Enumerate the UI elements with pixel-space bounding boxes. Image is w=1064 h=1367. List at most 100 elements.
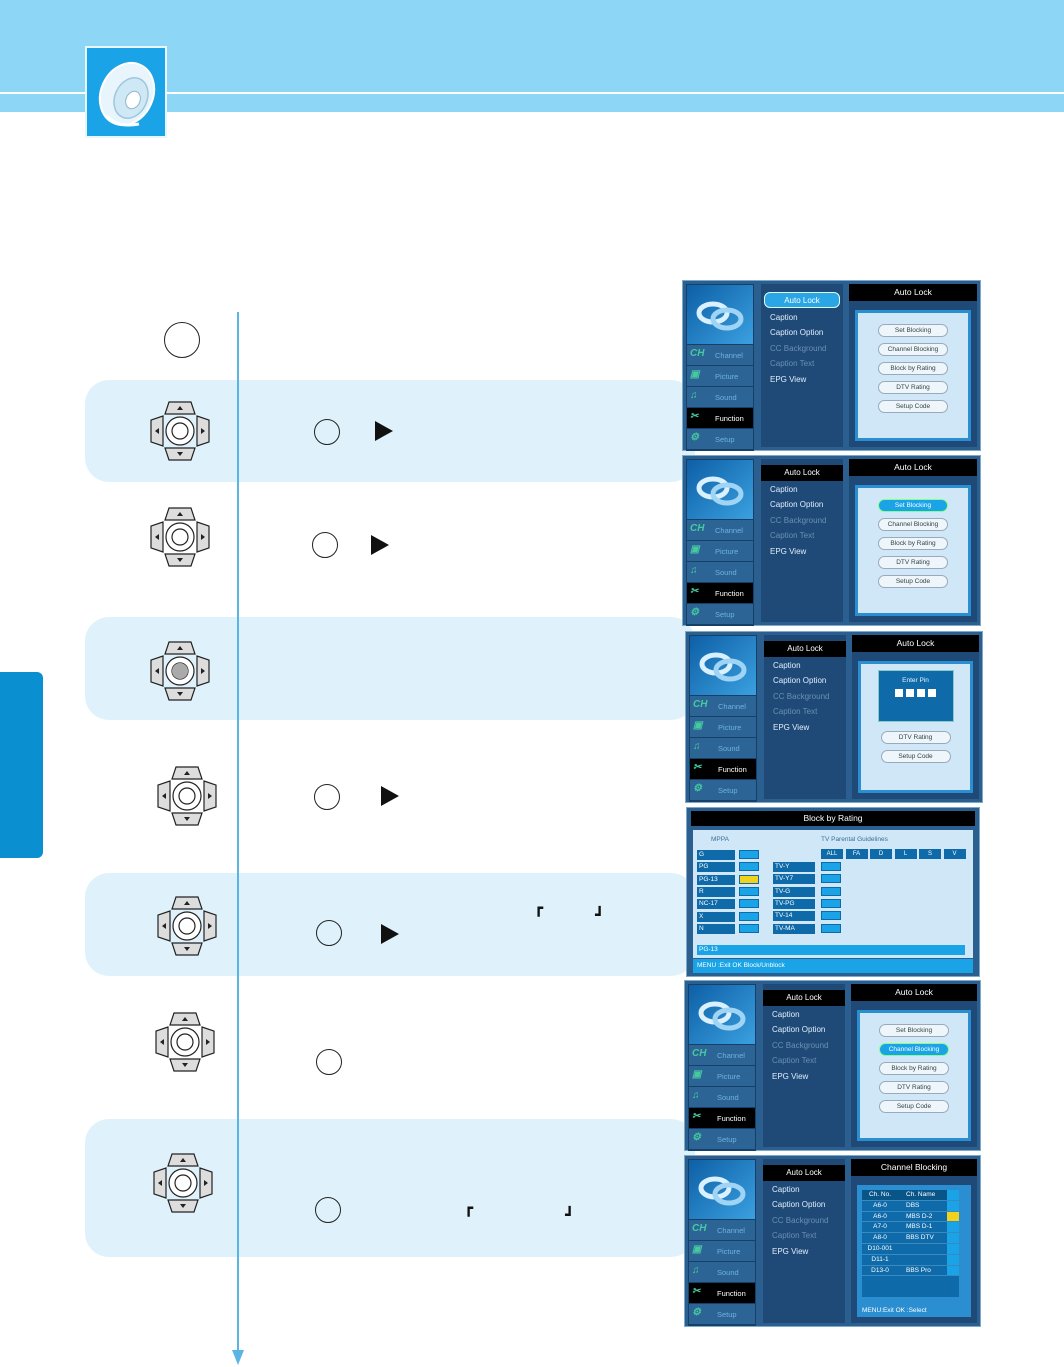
sidebar-item-function[interactable]: ✂Function (690, 759, 756, 780)
menu-item-auto-lock[interactable]: Auto Lock (763, 1165, 845, 1181)
menu-item-epg-view[interactable]: EPG View (772, 1071, 809, 1081)
menu-item-caption-option[interactable]: Caption Option (773, 676, 827, 685)
menu-item-caption[interactable]: Caption (770, 312, 798, 322)
sidebar-item-sound[interactable]: ♫Sound (689, 1262, 755, 1283)
lock-icon[interactable] (739, 886, 759, 896)
sidebar-item-sound[interactable]: ♫Sound (690, 738, 756, 759)
sidebar-item-function[interactable]: ✂Function (687, 408, 753, 429)
menu-item-caption-option[interactable]: Caption Option (770, 328, 824, 337)
mpaa-rating-x[interactable]: X (697, 911, 735, 922)
lock-icon[interactable] (821, 874, 841, 884)
menu-item-epg-view[interactable]: EPG View (770, 546, 807, 556)
dtv-rating-button[interactable]: DTV Rating (880, 731, 951, 744)
tv-rating-tv-y7[interactable]: TV-Y7 (773, 874, 815, 885)
dtv-rating-button[interactable]: DTV Rating (878, 381, 948, 394)
menu-item-caption[interactable]: Caption (770, 484, 798, 494)
sidebar-item-function[interactable]: ✂Function (689, 1283, 755, 1304)
menu-item-auto-lock[interactable]: Auto Lock (761, 465, 843, 481)
block-by-rating-button[interactable]: Block by Rating (878, 362, 948, 375)
menu-item-caption[interactable]: Caption (772, 1184, 800, 1194)
tv-header-l: L (894, 849, 917, 859)
mpaa-rating-n[interactable]: N (697, 923, 735, 934)
lock-icon[interactable] (821, 923, 841, 933)
mpaa-rating-r[interactable]: R (697, 886, 735, 897)
sidebar-item-sound[interactable]: ♫Sound (689, 1087, 755, 1108)
sidebar-item-picture[interactable]: ▣Picture (689, 1066, 755, 1087)
tv-header-fa: FA (845, 849, 868, 859)
sidebar-item-sound[interactable]: ♫Sound (687, 387, 753, 408)
menu-item-caption-option[interactable]: Caption Option (770, 500, 824, 509)
lock-icon[interactable] (821, 862, 841, 871)
sidebar-item-function[interactable]: ✂Function (687, 583, 753, 604)
mpaa-rating-pg-13[interactable]: PG-13 (697, 874, 735, 885)
set-blocking-button[interactable]: Set Blocking (878, 324, 948, 337)
menu-item-caption-option[interactable]: Caption Option (772, 1200, 826, 1209)
mpaa-rating-pg[interactable]: PG (697, 862, 735, 873)
tv-rating-tv-pg[interactable]: TV-PG (773, 898, 815, 909)
set-blocking-button[interactable]: Set Blocking (878, 499, 948, 512)
tv-rating-tv-y[interactable]: TV-Y (773, 862, 815, 872)
lock-icon[interactable] (739, 899, 759, 909)
channel-blocking-button[interactable]: Channel Blocking (879, 1043, 949, 1056)
table-row[interactable]: D10-001 (862, 1243, 959, 1255)
sidebar-item-picture[interactable]: ▣Picture (690, 717, 756, 738)
tv-rating-tv-14[interactable]: TV-14 (773, 911, 815, 922)
menu-item-caption[interactable]: Caption (773, 660, 801, 670)
lock-icon[interactable] (821, 886, 841, 896)
channel-blocking-button[interactable]: Channel Blocking (878, 518, 948, 531)
sidebar-item-setup[interactable]: ⚙Setup (687, 604, 753, 625)
sidebar-item-setup[interactable]: ⚙Setup (687, 429, 753, 450)
setup-code-button[interactable]: Setup Code (880, 750, 951, 763)
menu-item-auto-lock[interactable]: Auto Lock (764, 641, 846, 657)
lock-icon[interactable] (739, 850, 759, 859)
lock-icon[interactable] (821, 911, 841, 921)
pin-input[interactable] (879, 689, 953, 697)
tv-rating-tv-g[interactable]: TV-G (773, 886, 815, 897)
lock-icon[interactable] (739, 874, 759, 884)
mpaa-rating-nc-17[interactable]: NC-17 (697, 899, 735, 910)
dtv-rating-button[interactable]: DTV Rating (879, 1081, 949, 1094)
sidebar-item-picture[interactable]: ▣Picture (687, 366, 753, 387)
sidebar-item-picture[interactable]: ▣Picture (687, 541, 753, 562)
setup-code-button[interactable]: Setup Code (879, 1100, 949, 1113)
sidebar-item-sound[interactable]: ♫Sound (687, 562, 753, 583)
table-row[interactable]: D11-1 (862, 1254, 959, 1266)
channel-blocking-button[interactable]: Channel Blocking (878, 343, 948, 356)
tv-rating-tv-ma[interactable]: TV-MA (773, 923, 815, 934)
sidebar-item-function[interactable]: ✂Function (689, 1108, 755, 1129)
block-by-rating-button[interactable]: Block by Rating (879, 1062, 949, 1075)
sidebar-item-picture[interactable]: ▣Picture (689, 1241, 755, 1262)
chain-icon (687, 460, 753, 520)
setup-code-button[interactable]: Setup Code (878, 575, 948, 588)
lock-icon[interactable] (739, 911, 759, 921)
lock-icon[interactable] (821, 898, 841, 908)
menu-item-epg-view[interactable]: EPG View (772, 1246, 809, 1256)
block-by-rating-button[interactable]: Block by Rating (878, 537, 948, 550)
menu-item-epg-view[interactable]: EPG View (770, 374, 807, 384)
sidebar-item-setup[interactable]: ⚙Setup (689, 1129, 755, 1150)
menu-item-caption[interactable]: Caption (772, 1009, 800, 1019)
set-blocking-button[interactable]: Set Blocking (879, 1024, 949, 1037)
dtv-rating-button[interactable]: DTV Rating (878, 556, 948, 569)
sidebar-item-setup[interactable]: ⚙Setup (690, 780, 756, 801)
menu-item-caption-option[interactable]: Caption Option (772, 1025, 826, 1034)
sidebar-item-setup[interactable]: ⚙Setup (689, 1304, 755, 1325)
lock-icon[interactable] (739, 923, 759, 933)
mpaa-rating-g[interactable]: G (697, 850, 735, 860)
menu-item-auto-lock[interactable]: Auto Lock (763, 990, 845, 1006)
menu-item-auto-lock[interactable]: Auto Lock (764, 292, 840, 308)
menu-item-epg-view[interactable]: EPG View (773, 722, 810, 732)
lock-icon[interactable] (739, 862, 759, 872)
setup-code-button[interactable]: Setup Code (878, 400, 948, 413)
